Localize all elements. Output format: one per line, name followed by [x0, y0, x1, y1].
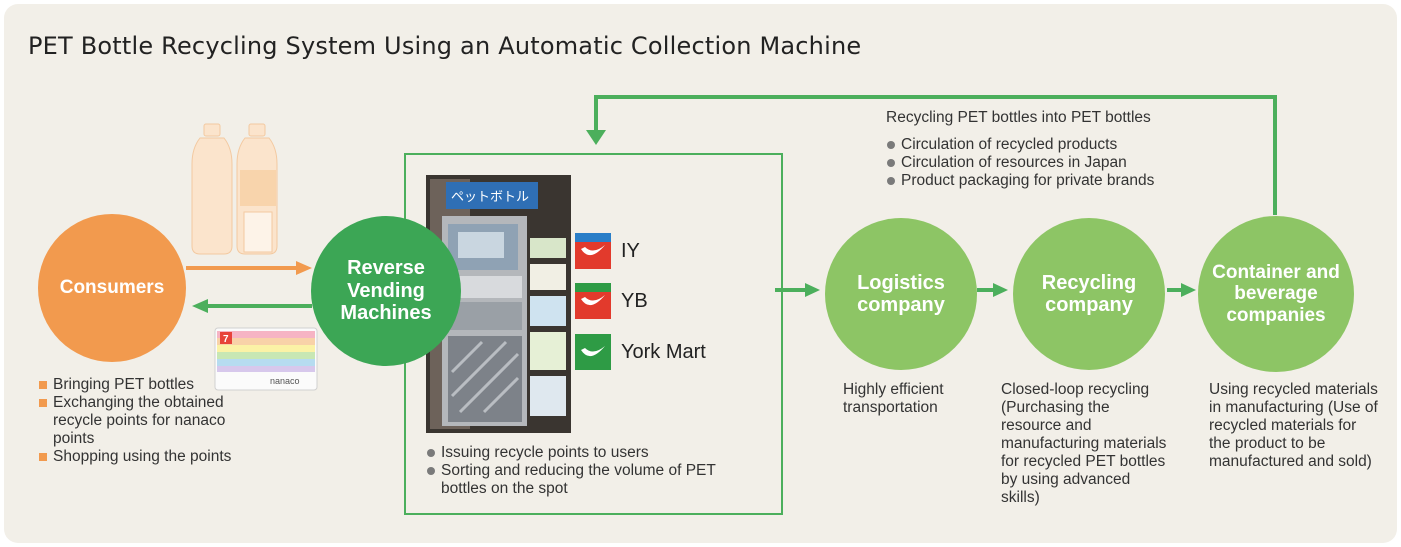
store-yb: YB	[575, 283, 648, 319]
diagram-title: PET Bottle Recycling System Using an Aut…	[28, 32, 862, 60]
recycling-node: Recycling company	[1013, 218, 1165, 370]
loop-point: Product packaging for private brands	[886, 172, 1206, 190]
machine-points: Issuing recycle points to users Sorting …	[426, 444, 746, 498]
loop-points: Circulation of recycled products Circula…	[886, 136, 1206, 190]
loop-point: Circulation of recycled products	[886, 136, 1206, 154]
container-description: Using recycled materials in manufacturin…	[1209, 381, 1378, 470]
consumer-points: Bringing PET bottles Exchanging the obta…	[38, 376, 258, 466]
recycling-label: Recycling company	[1041, 271, 1137, 316]
rvm-label: Reverse Vending Machines	[340, 257, 432, 325]
consumers-node: Consumers	[38, 214, 186, 362]
store-iy-label: IY	[621, 239, 640, 262]
rvm-node: Reverse Vending Machines	[311, 216, 461, 366]
machine-point: Issuing recycle points to users	[426, 444, 746, 462]
store-york-mart-label: York Mart	[621, 340, 706, 363]
container-node: Container and beverage companies	[1198, 216, 1354, 372]
container-label: Container and beverage companies	[1212, 262, 1340, 326]
iy-logo-icon	[575, 233, 611, 269]
diagram-panel	[4, 4, 1397, 543]
consumer-point: Shopping using the points	[38, 448, 258, 466]
store-york-mart: York Mart	[575, 334, 706, 370]
loop-header: Recycling PET bottles into PET bottles	[886, 109, 1151, 126]
logistics-node: Logistics company	[825, 218, 977, 370]
york-mart-logo-icon	[575, 334, 611, 370]
store-iy: IY	[575, 233, 640, 269]
consumer-point: Exchanging the obtained recycle points f…	[38, 394, 258, 448]
feedback-arrowhead	[586, 130, 606, 145]
consumer-point: Bringing PET bottles	[38, 376, 258, 394]
loop-point: Circulation of resources in Japan	[886, 154, 1206, 172]
recycling-description: Closed-loop recycling (Purchasing the re…	[1001, 381, 1167, 506]
logistics-description: Highly efficient transportation	[843, 381, 944, 416]
machine-point: Sorting and reducing the volume of PET b…	[426, 462, 746, 498]
feedback-loop-arrow	[594, 95, 1277, 215]
store-yb-label: YB	[621, 289, 648, 312]
consumers-label: Consumers	[59, 277, 165, 299]
yb-logo-icon	[575, 283, 611, 319]
logistics-label: Logistics company	[857, 271, 945, 316]
